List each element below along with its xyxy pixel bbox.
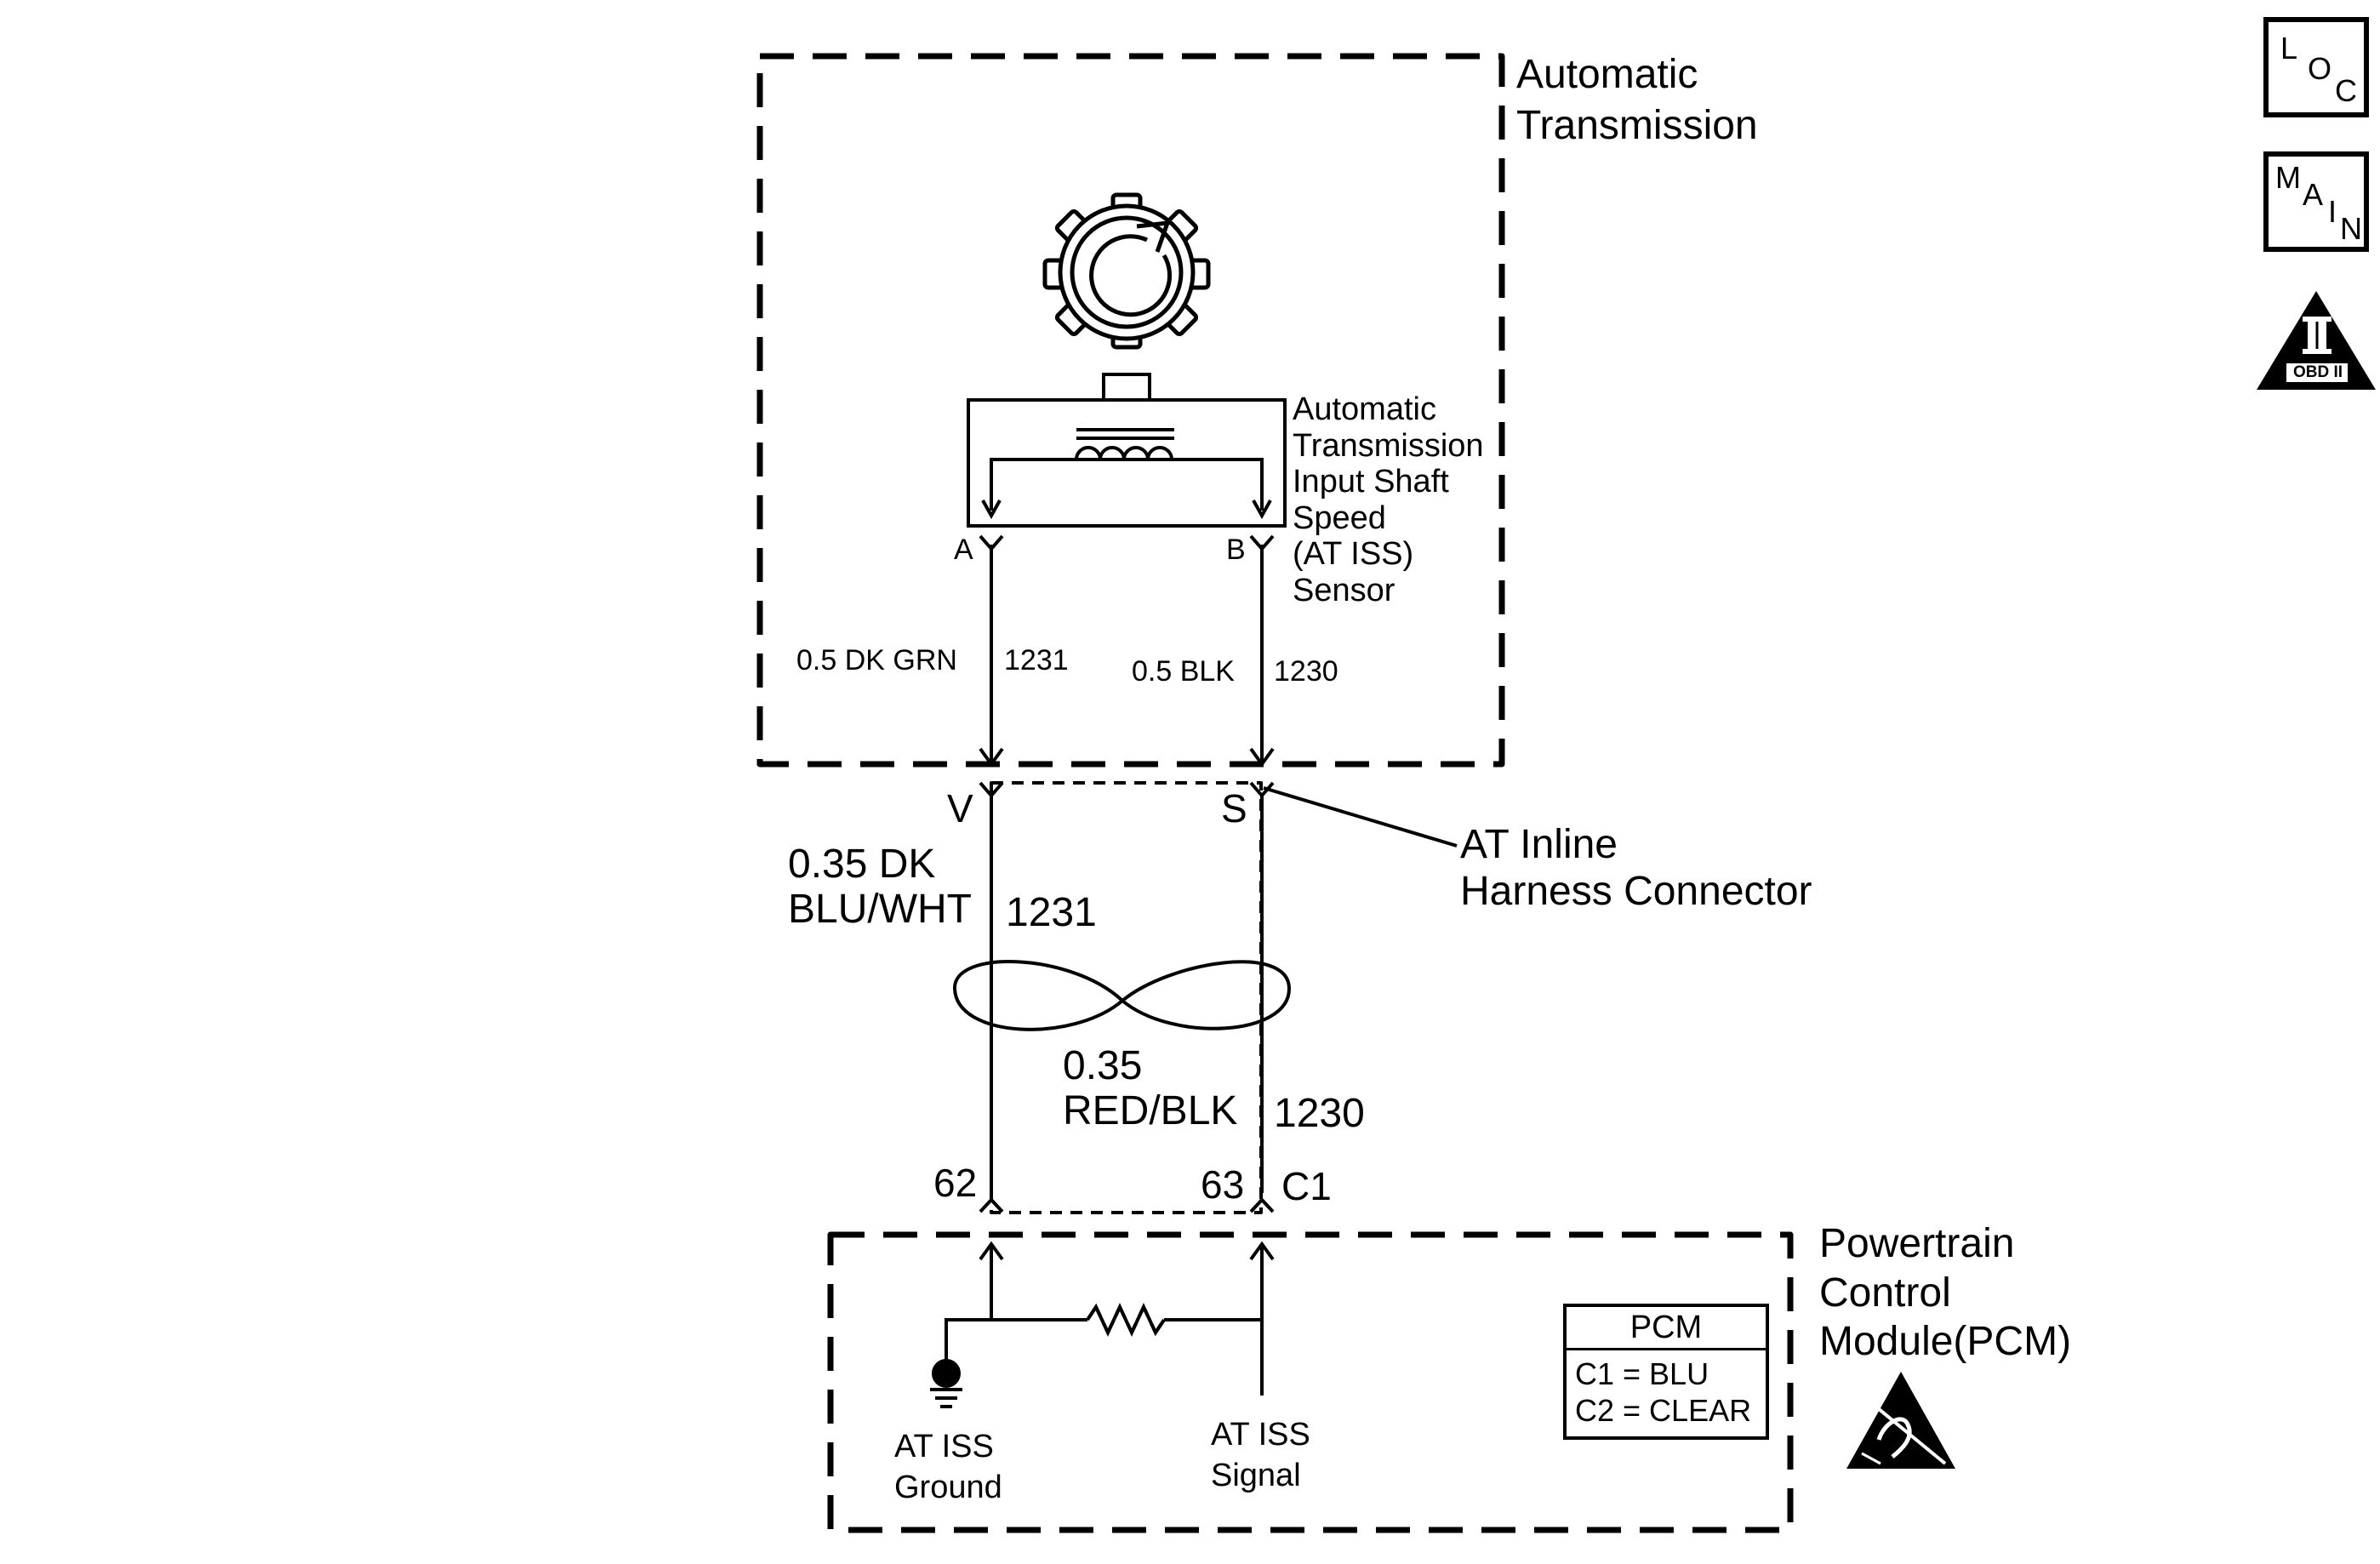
pcm-label: Powertrain Control Module(PCM) — [1819, 1221, 2072, 1365]
pin-b-label: B — [1226, 534, 1246, 566]
transmission-label: Automatic Transmission — [1516, 52, 1758, 148]
twisted-pair-icon — [952, 960, 1292, 1031]
circuit-number-label: 1231 — [1004, 644, 1069, 676]
pin-a-label: A — [954, 534, 973, 566]
pin-s-label: S — [1221, 786, 1247, 831]
connector-c1-label: C1 — [1281, 1164, 1332, 1208]
pcm-legend-lines: C1 = BLU C2 = CLEAR — [1575, 1356, 1752, 1429]
sensor-arrowheads — [981, 499, 1272, 520]
main-letter: N — [2340, 211, 2362, 246]
reluctor-wheel-icon — [1042, 192, 1211, 350]
main-letter: I — [2328, 194, 2337, 229]
ground-icon — [930, 1359, 962, 1408]
transmission-boundary — [756, 53, 1505, 768]
circuit-number-label: 1230 — [1274, 655, 1338, 688]
loc-letter: L — [2280, 31, 2298, 66]
signal-terminal-label: AT ISS Signal — [1211, 1417, 1310, 1493]
rotation-arrow-icon — [1089, 234, 1172, 317]
wire-runs — [945, 534, 1458, 1396]
loc-button[interactable]: L O C — [2263, 17, 2369, 117]
pcm-boundary — [827, 1231, 1794, 1533]
wire-color-label: 0.5 DK GRN — [796, 644, 957, 676]
obd-ii-caption: OBD II — [2292, 363, 2343, 381]
pin-63-label: 63 — [1201, 1162, 1245, 1207]
iss-sensor-label: Automatic Transmission Input Shaft Speed… — [1293, 391, 1484, 608]
pcm-legend-title: PCM — [1567, 1307, 1766, 1350]
esd-warning-icon — [1846, 1372, 1955, 1469]
wire-color-label: 0.35 RED/BLK — [1063, 1043, 1238, 1133]
main-letter: A — [2303, 177, 2324, 212]
obd-ii-icon — [2257, 291, 2376, 390]
pin-v-label: V — [947, 786, 973, 831]
main-button[interactable]: M A I N — [2263, 151, 2369, 252]
circuit-number-label: 1231 — [1006, 890, 1097, 935]
loc-letter: O — [2308, 51, 2332, 86]
inline-connector-label: AT Inline Harness Connector — [1460, 822, 1812, 915]
pin-62-label: 62 — [933, 1161, 978, 1205]
wire-color-label: 0.35 DK BLU/WHT — [788, 842, 972, 932]
pcm-connector-legend: PCM C1 = BLU C2 = CLEAR — [1563, 1304, 1769, 1440]
iss-sensor-body — [967, 373, 1287, 528]
main-letter: M — [2275, 160, 2301, 195]
ground-terminal-label: AT ISS Ground — [894, 1429, 1002, 1505]
loc-letter: C — [2335, 73, 2357, 108]
circuit-number-label: 1230 — [1274, 1091, 1365, 1136]
wire-color-label: 0.5 BLK — [1132, 655, 1235, 688]
